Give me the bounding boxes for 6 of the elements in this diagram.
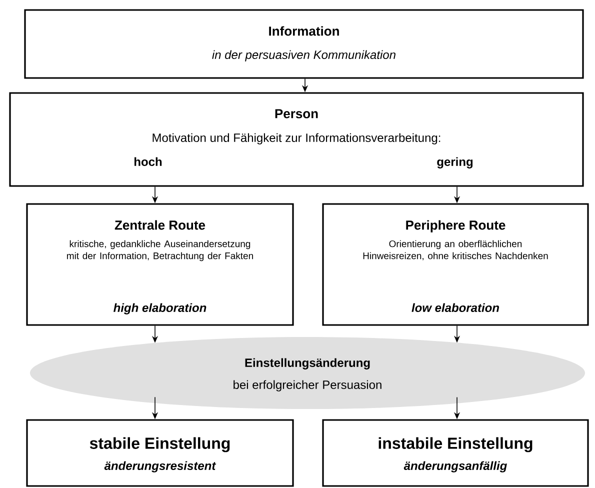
outcome-box: instabile Einstellung änderungsanfällig [322,419,589,487]
outcome-box: stabile Einstellung änderungsresistent [26,419,294,487]
route-box: Periphere Route Orientierung an oberflächlichen Hinweisreizen, ohne kritisches Nachdenken low elaboration [322,203,589,326]
person-box: Person Motivation und Fähigkeit zur Informationsverarbeitung: hoch gering [9,92,584,187]
info-box: Information in der persuasiven Kommunikation [24,9,584,79]
route-box: Zentrale Route kritische, gedankliche Auseinandersetzung mit der Information, Betrachtung der Fakten high elaboration [26,203,294,326]
